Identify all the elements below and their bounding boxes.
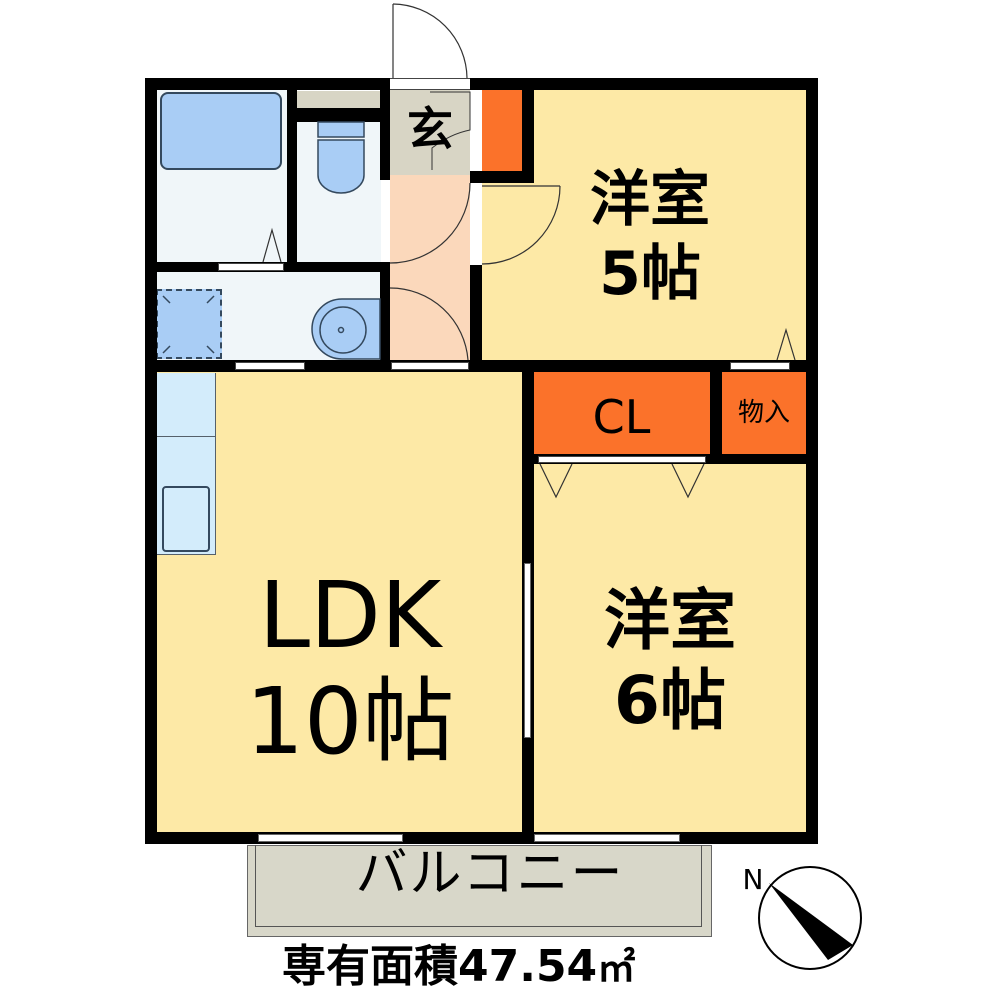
- wall-bath-toilet: [287, 88, 297, 272]
- closet-label: CL: [592, 390, 651, 444]
- wall-shoe-right: [522, 88, 534, 183]
- area-label: 専有面積: [282, 941, 458, 992]
- wall-hall-right: [470, 265, 482, 372]
- ldk-balcony-window[interactable]: [258, 834, 403, 842]
- western-room-2: [533, 464, 806, 832]
- shoe-cabinet-top: [482, 89, 522, 171]
- door-marker-icons: [262, 227, 796, 499]
- balcony-inner-line: [255, 845, 702, 927]
- wall-toilet-right: [380, 88, 390, 180]
- balcony-label: バルコニー: [355, 844, 625, 904]
- closet: [533, 372, 710, 454]
- hall-door-swing-icon: [389, 182, 471, 361]
- hall-ldk-door-gap[interactable]: [391, 362, 469, 370]
- entrance: [390, 90, 470, 175]
- wall-top-right: [470, 78, 817, 90]
- toilet-door-gap[interactable]: [381, 180, 389, 262]
- western-room-2-size: 6帖: [614, 662, 726, 739]
- hallway: [390, 175, 470, 363]
- entrance-door-swing-icon: [392, 3, 468, 79]
- western-room-1-type: 洋室: [590, 165, 710, 235]
- kitchen-counter: [156, 373, 216, 555]
- wall-left: [145, 78, 157, 844]
- shoe-door-gap[interactable]: [471, 90, 479, 170]
- wall-wash-right: [380, 262, 390, 372]
- storage-label: 物入: [737, 398, 790, 428]
- wall-top-left: [145, 78, 390, 90]
- kitchen-divider: [156, 436, 216, 437]
- ldk-size: 10帖: [245, 668, 455, 775]
- western-room-1: [482, 88, 806, 360]
- area-unit: ㎡: [597, 946, 636, 990]
- storage: [722, 372, 806, 454]
- toilet-shelf: [297, 91, 380, 109]
- toilet-icon: [317, 121, 365, 194]
- room1-door-swing-icon: [481, 185, 561, 265]
- western-room-2-type: 洋室: [604, 582, 736, 659]
- wall-closet-storage: [710, 360, 722, 464]
- storage-door-gap[interactable]: [730, 362, 790, 370]
- ldk-label: LDK 10帖: [200, 570, 500, 768]
- area-caption: 専有面積47.54㎡: [282, 945, 702, 989]
- wall-shoe-bottom: [470, 171, 534, 183]
- area-value: 47.54: [458, 941, 598, 992]
- wash-door-gap[interactable]: [235, 362, 305, 370]
- western-room-2-label: 洋室 6帖: [545, 588, 795, 734]
- compass-north-label: N: [742, 863, 764, 896]
- western-room-1-size: 5帖: [599, 239, 701, 309]
- entrance-threshold: [430, 91, 471, 170]
- kitchen-sink: [162, 486, 210, 552]
- washing-machine-marks: [162, 295, 215, 354]
- closet-door-gap[interactable]: [538, 456, 706, 463]
- western-room-1-label: 洋室 5帖: [520, 170, 780, 304]
- room1-door-gap[interactable]: [472, 183, 480, 265]
- entrance-label: 玄: [407, 102, 453, 156]
- ldk-type: LDK: [258, 562, 442, 669]
- entrance-door-gap[interactable]: [390, 78, 470, 90]
- bath-door-gap[interactable]: [218, 263, 284, 271]
- bathtub: [160, 92, 282, 170]
- wall-toilet-top: [297, 108, 382, 122]
- balcony: [247, 845, 712, 937]
- room2-balcony-window[interactable]: [534, 834, 680, 842]
- compass-icon: [758, 866, 862, 970]
- ldk-room: [155, 372, 522, 832]
- ldk-room2-sliding-door[interactable]: [524, 563, 531, 738]
- wash-basin-icon: [311, 298, 381, 360]
